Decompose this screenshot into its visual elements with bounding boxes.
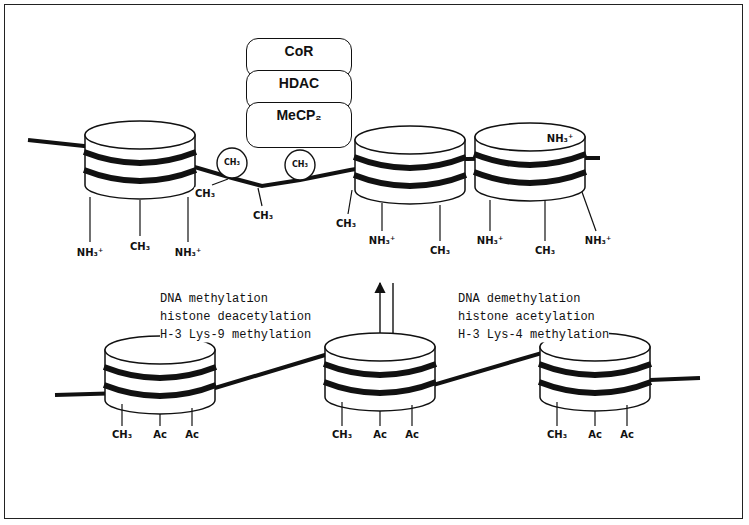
chem-group-label: CH₃	[111, 429, 133, 440]
chem-group-label: NH₃⁺	[174, 247, 202, 258]
process-text: histone deacetylation	[160, 311, 311, 324]
chem-group-label: CH₃	[429, 245, 451, 256]
chem-group-label: Ac	[404, 429, 420, 440]
chem-group-label: CH₃	[335, 218, 357, 229]
protein-name: MeCP₂	[247, 103, 351, 123]
process-text: DNA methylation	[160, 293, 268, 306]
methyl-label: CH₃	[224, 159, 240, 168]
chem-group-label: CH₃	[252, 210, 274, 221]
chem-group-label: NH₃⁺	[546, 133, 574, 144]
chem-group-label: CH₃	[546, 429, 568, 440]
process-text: H-3 Lys-9 methylation	[160, 329, 311, 342]
chem-group-label: CH₃	[194, 188, 216, 199]
chem-group-label: CH₃	[331, 429, 353, 440]
chem-group-label: Ac	[152, 429, 168, 440]
protein-name: HDAC	[247, 71, 351, 91]
chem-group-label: Ac	[587, 429, 603, 440]
methyl-label: CH₃	[292, 161, 308, 170]
chem-group-label: NH₃⁺	[476, 235, 504, 246]
chem-group-label: NH₃⁺	[368, 235, 396, 246]
protein-box: MeCP₂	[246, 102, 352, 148]
chem-group-label: Ac	[184, 429, 200, 440]
process-text: histone acetylation	[458, 311, 595, 324]
protein-name: CoR	[247, 39, 351, 59]
chem-group-label: CH₃	[534, 245, 556, 256]
chem-group-label: Ac	[619, 429, 635, 440]
process-text: DNA demethylation	[458, 293, 580, 306]
chem-group-label: CH₃	[129, 241, 151, 252]
chem-group-label: NH₃⁺	[76, 247, 104, 258]
chem-group-label: Ac	[372, 429, 388, 440]
outer-frame	[4, 4, 743, 519]
chem-group-label: NH₃⁺	[584, 235, 612, 246]
process-text: H-3 Lys-4 methylation	[458, 329, 609, 342]
